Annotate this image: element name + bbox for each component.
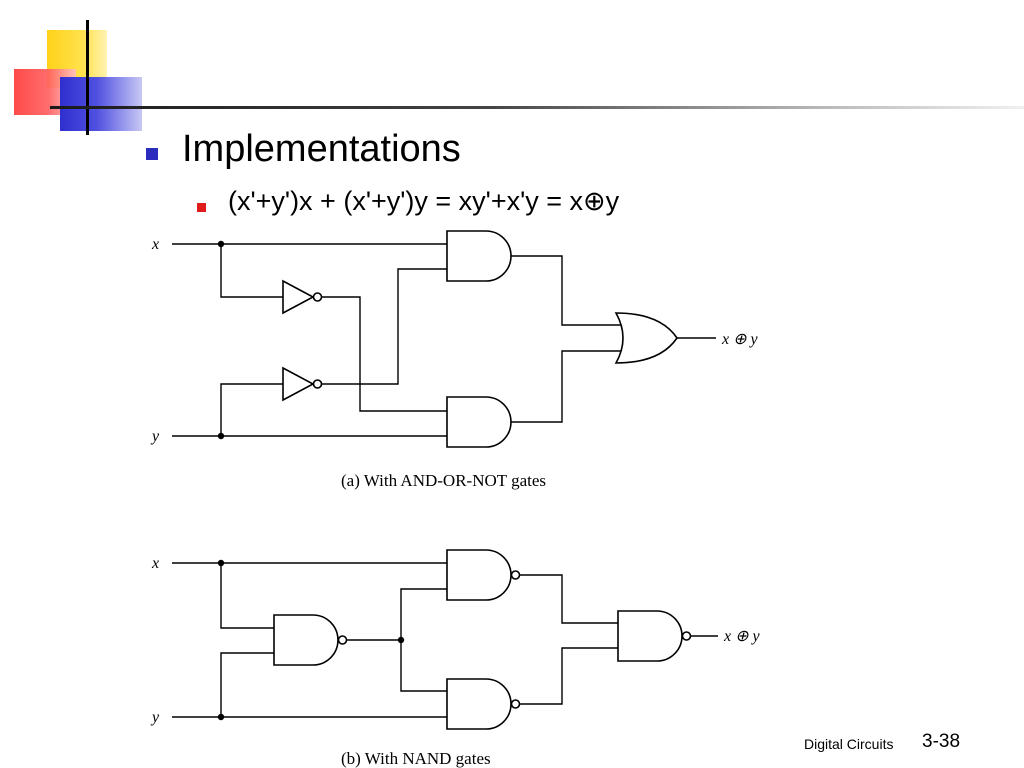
not-gate-x [282,279,323,315]
not-gate-y [282,366,323,402]
bullet-level2-icon [197,203,206,212]
diagram-a: x y x ⊕ y (a) With AND-OR-NOT gates [150,230,759,490]
nand-gate-output [617,610,692,662]
title-rule [50,106,1024,109]
junction-dot [217,559,225,567]
junction-dot [217,432,225,440]
junction-dot [397,636,405,644]
slide-subpoint: (x'+y')x + (x'+y')y = xy'+x'y = x⊕y [228,186,620,216]
junction-dot [217,713,225,721]
decor-blue-square [60,77,142,131]
bullet-level1-icon [146,148,158,160]
nand-gate-lower [446,678,521,730]
output-label: x ⊕ y [723,628,761,645]
page-number: 3-38 [922,731,961,752]
or-gate [614,312,678,364]
nand-gate-upper [446,549,521,601]
input-x-label: x [151,236,159,253]
diagram-a-caption: (a) With AND-OR-NOT gates [341,471,546,490]
input-y-label: y [150,709,160,726]
footer-title: Digital Circuits [804,736,894,752]
diagram-a-wires [172,243,716,437]
nand-gate-first [273,614,348,666]
output-label: x ⊕ y [721,331,759,348]
junction-dot [217,240,225,248]
and-gate-upper [446,230,512,282]
diagram-b: x y x ⊕ y (b) With NAND gates [150,549,761,768]
and-gate-lower [446,396,512,448]
decor-vertical-line [86,20,89,135]
input-x-label: x [151,555,159,572]
slide-heading: Implementations [182,128,461,170]
diagram-b-caption: (b) With NAND gates [341,749,491,768]
input-y-label: y [150,428,160,445]
